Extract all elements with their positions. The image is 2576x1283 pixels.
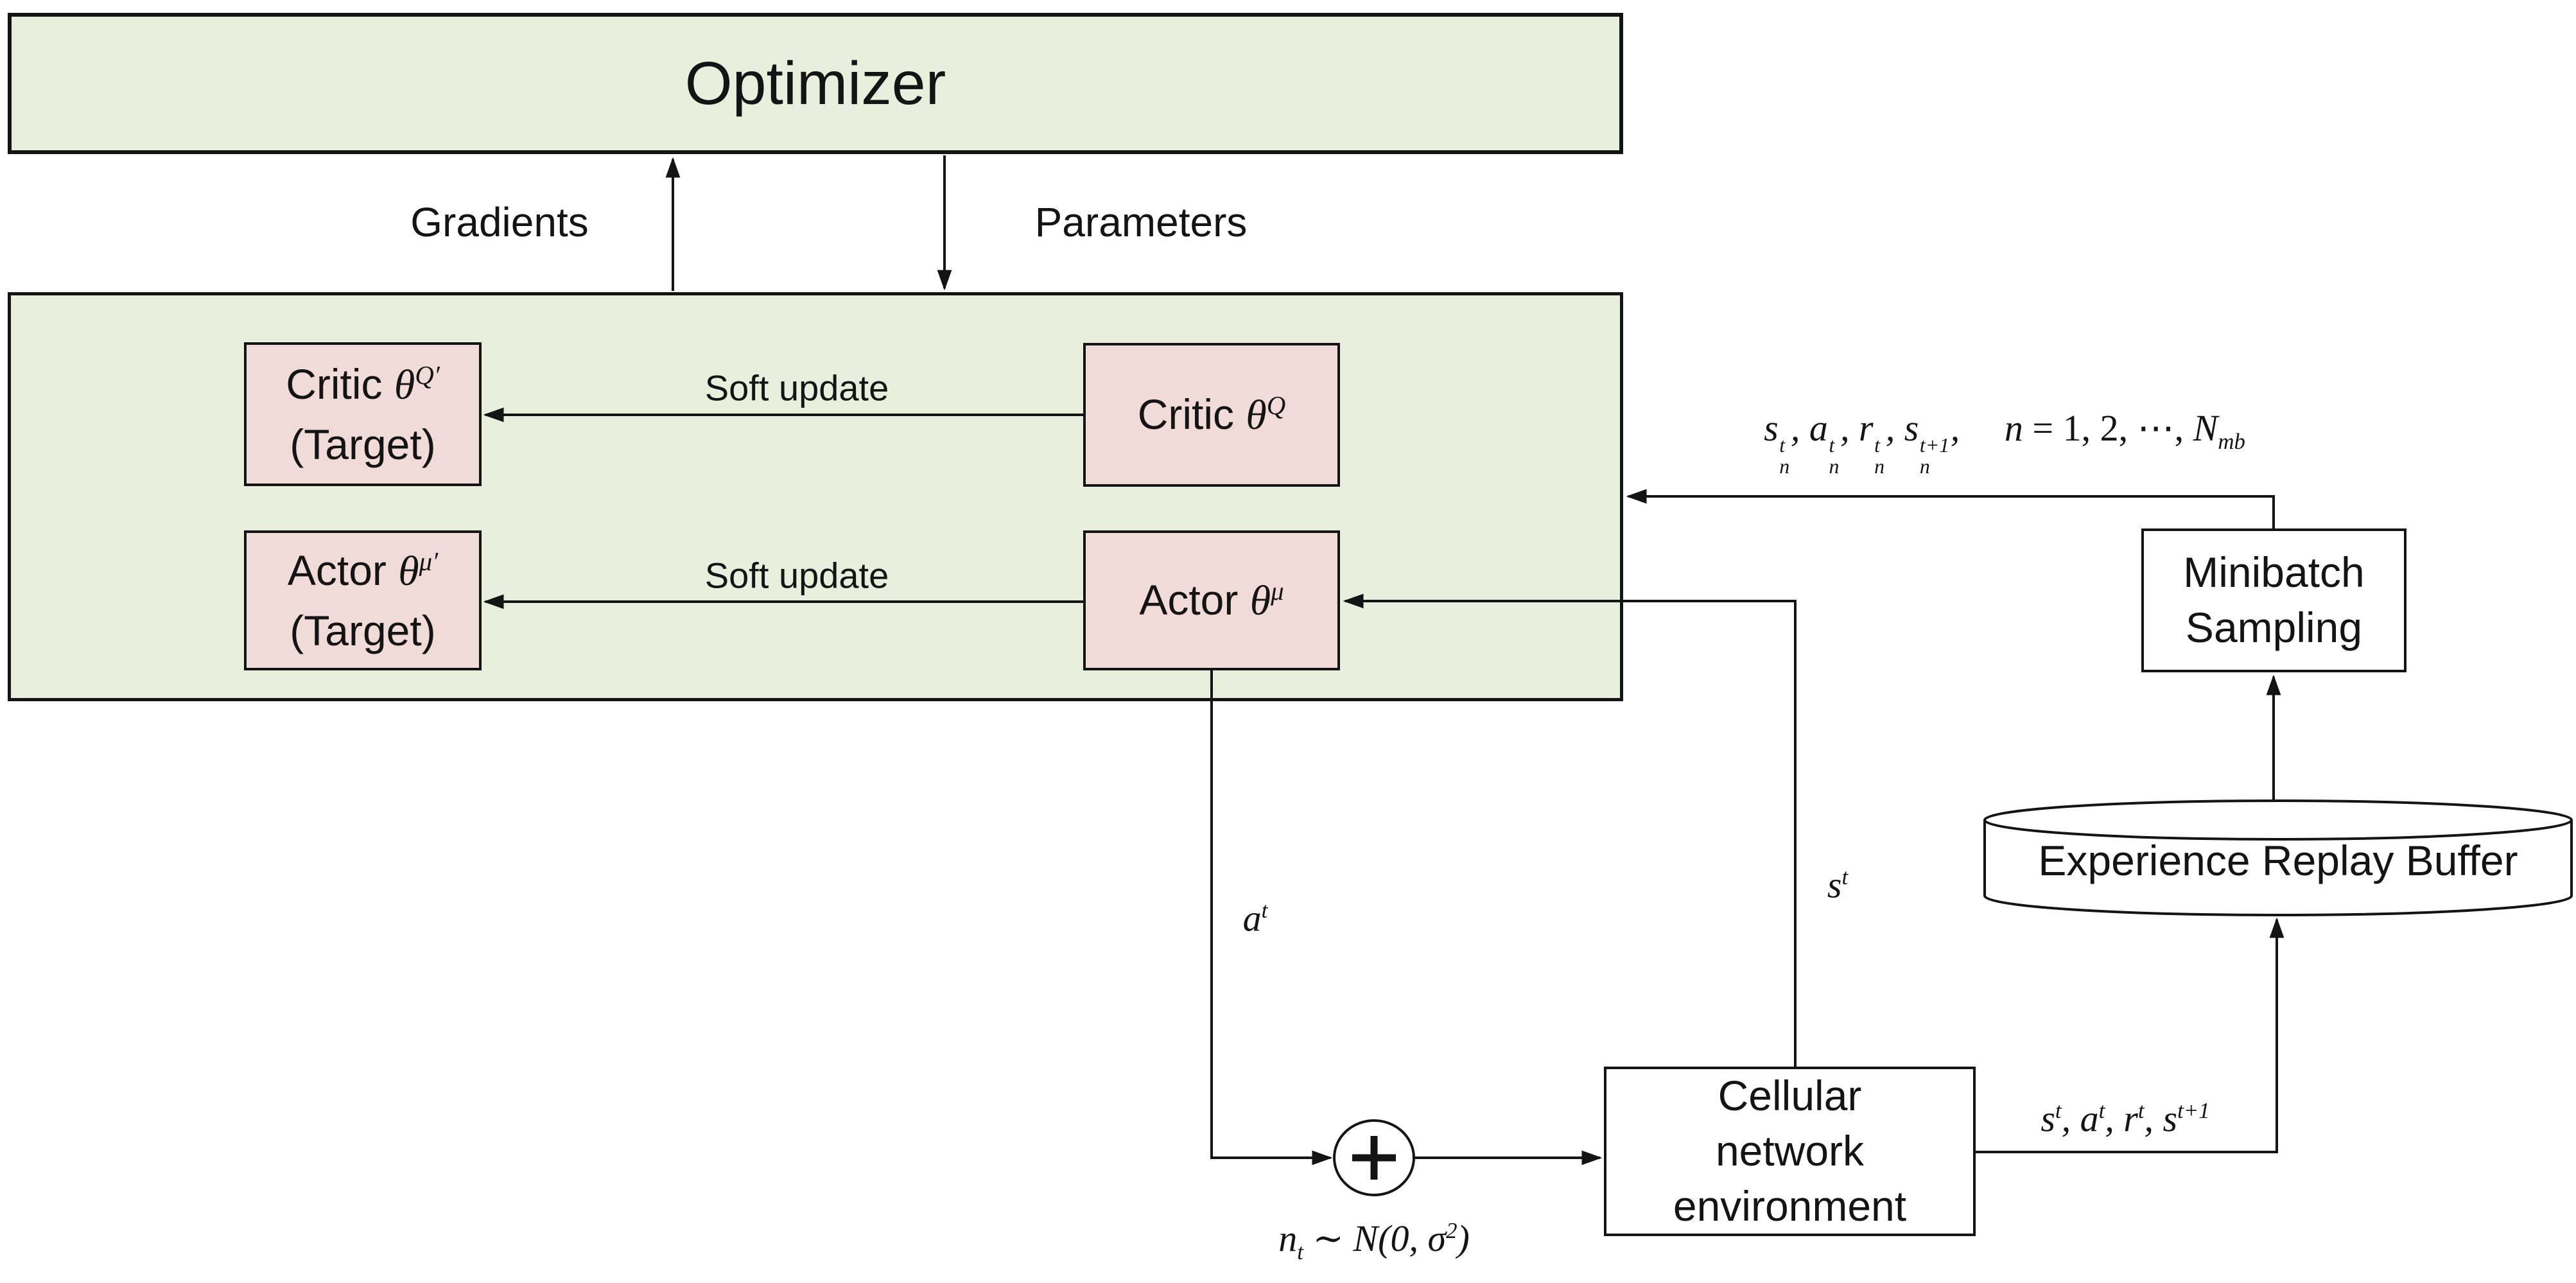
critic-target-label: Critic θQ′ bbox=[286, 360, 440, 408]
environment-label-line2: network bbox=[1715, 1127, 1865, 1175]
actor-target-box: Actor θμ′ (Target) bbox=[244, 530, 482, 670]
optimizer-box: Optimizer bbox=[8, 13, 1623, 154]
environment-label-line3: environment bbox=[1673, 1182, 1907, 1230]
transition-tuple-label: st, at, rt, st+1 bbox=[2041, 1097, 2210, 1140]
plus-icon bbox=[1352, 1136, 1396, 1180]
replay-buffer-label: Experience Replay Buffer bbox=[2038, 837, 2518, 884]
minibatch-sampling-box: Minibatch Sampling bbox=[2141, 528, 2406, 672]
state-label: st bbox=[1827, 864, 1849, 906]
critic-label: Critic θQ bbox=[1137, 390, 1286, 439]
soft-update-critic-label: Soft update bbox=[704, 367, 889, 408]
minibatch-label-line1: Minibatch bbox=[2183, 548, 2365, 597]
critic-box: Critic θQ bbox=[1083, 343, 1340, 487]
actor-label: Actor θμ bbox=[1139, 575, 1284, 624]
minibatch-label-line2: Sampling bbox=[2185, 604, 2363, 651]
soft-update-actor-label: Soft update bbox=[704, 555, 889, 596]
noise-label: nt ∼ N(0, σ2) bbox=[1278, 1218, 1470, 1264]
optimizer-label: Optimizer bbox=[684, 49, 946, 118]
actor-box: Actor θμ bbox=[1083, 530, 1340, 670]
parameters-label: Parameters bbox=[1034, 199, 1248, 245]
actor-target-label: Actor θμ′ bbox=[287, 546, 439, 595]
environment-box: Cellular network environment bbox=[1604, 1067, 1976, 1236]
gradients-label: Gradients bbox=[410, 199, 589, 245]
critic-target-sublabel: (Target) bbox=[290, 421, 436, 468]
sum-circle bbox=[1333, 1119, 1415, 1196]
action-to-sum-arrow bbox=[1210, 670, 1333, 1165]
environment-label-line1: Cellular bbox=[1718, 1072, 1862, 1120]
minibatch-to-agent-arrow bbox=[1626, 489, 2275, 528]
action-label: at bbox=[1242, 897, 1268, 939]
actor-target-sublabel: (Target) bbox=[290, 607, 436, 654]
critic-target-box: Critic θQ′ (Target) bbox=[244, 342, 482, 486]
sum-node bbox=[1333, 1119, 1415, 1196]
